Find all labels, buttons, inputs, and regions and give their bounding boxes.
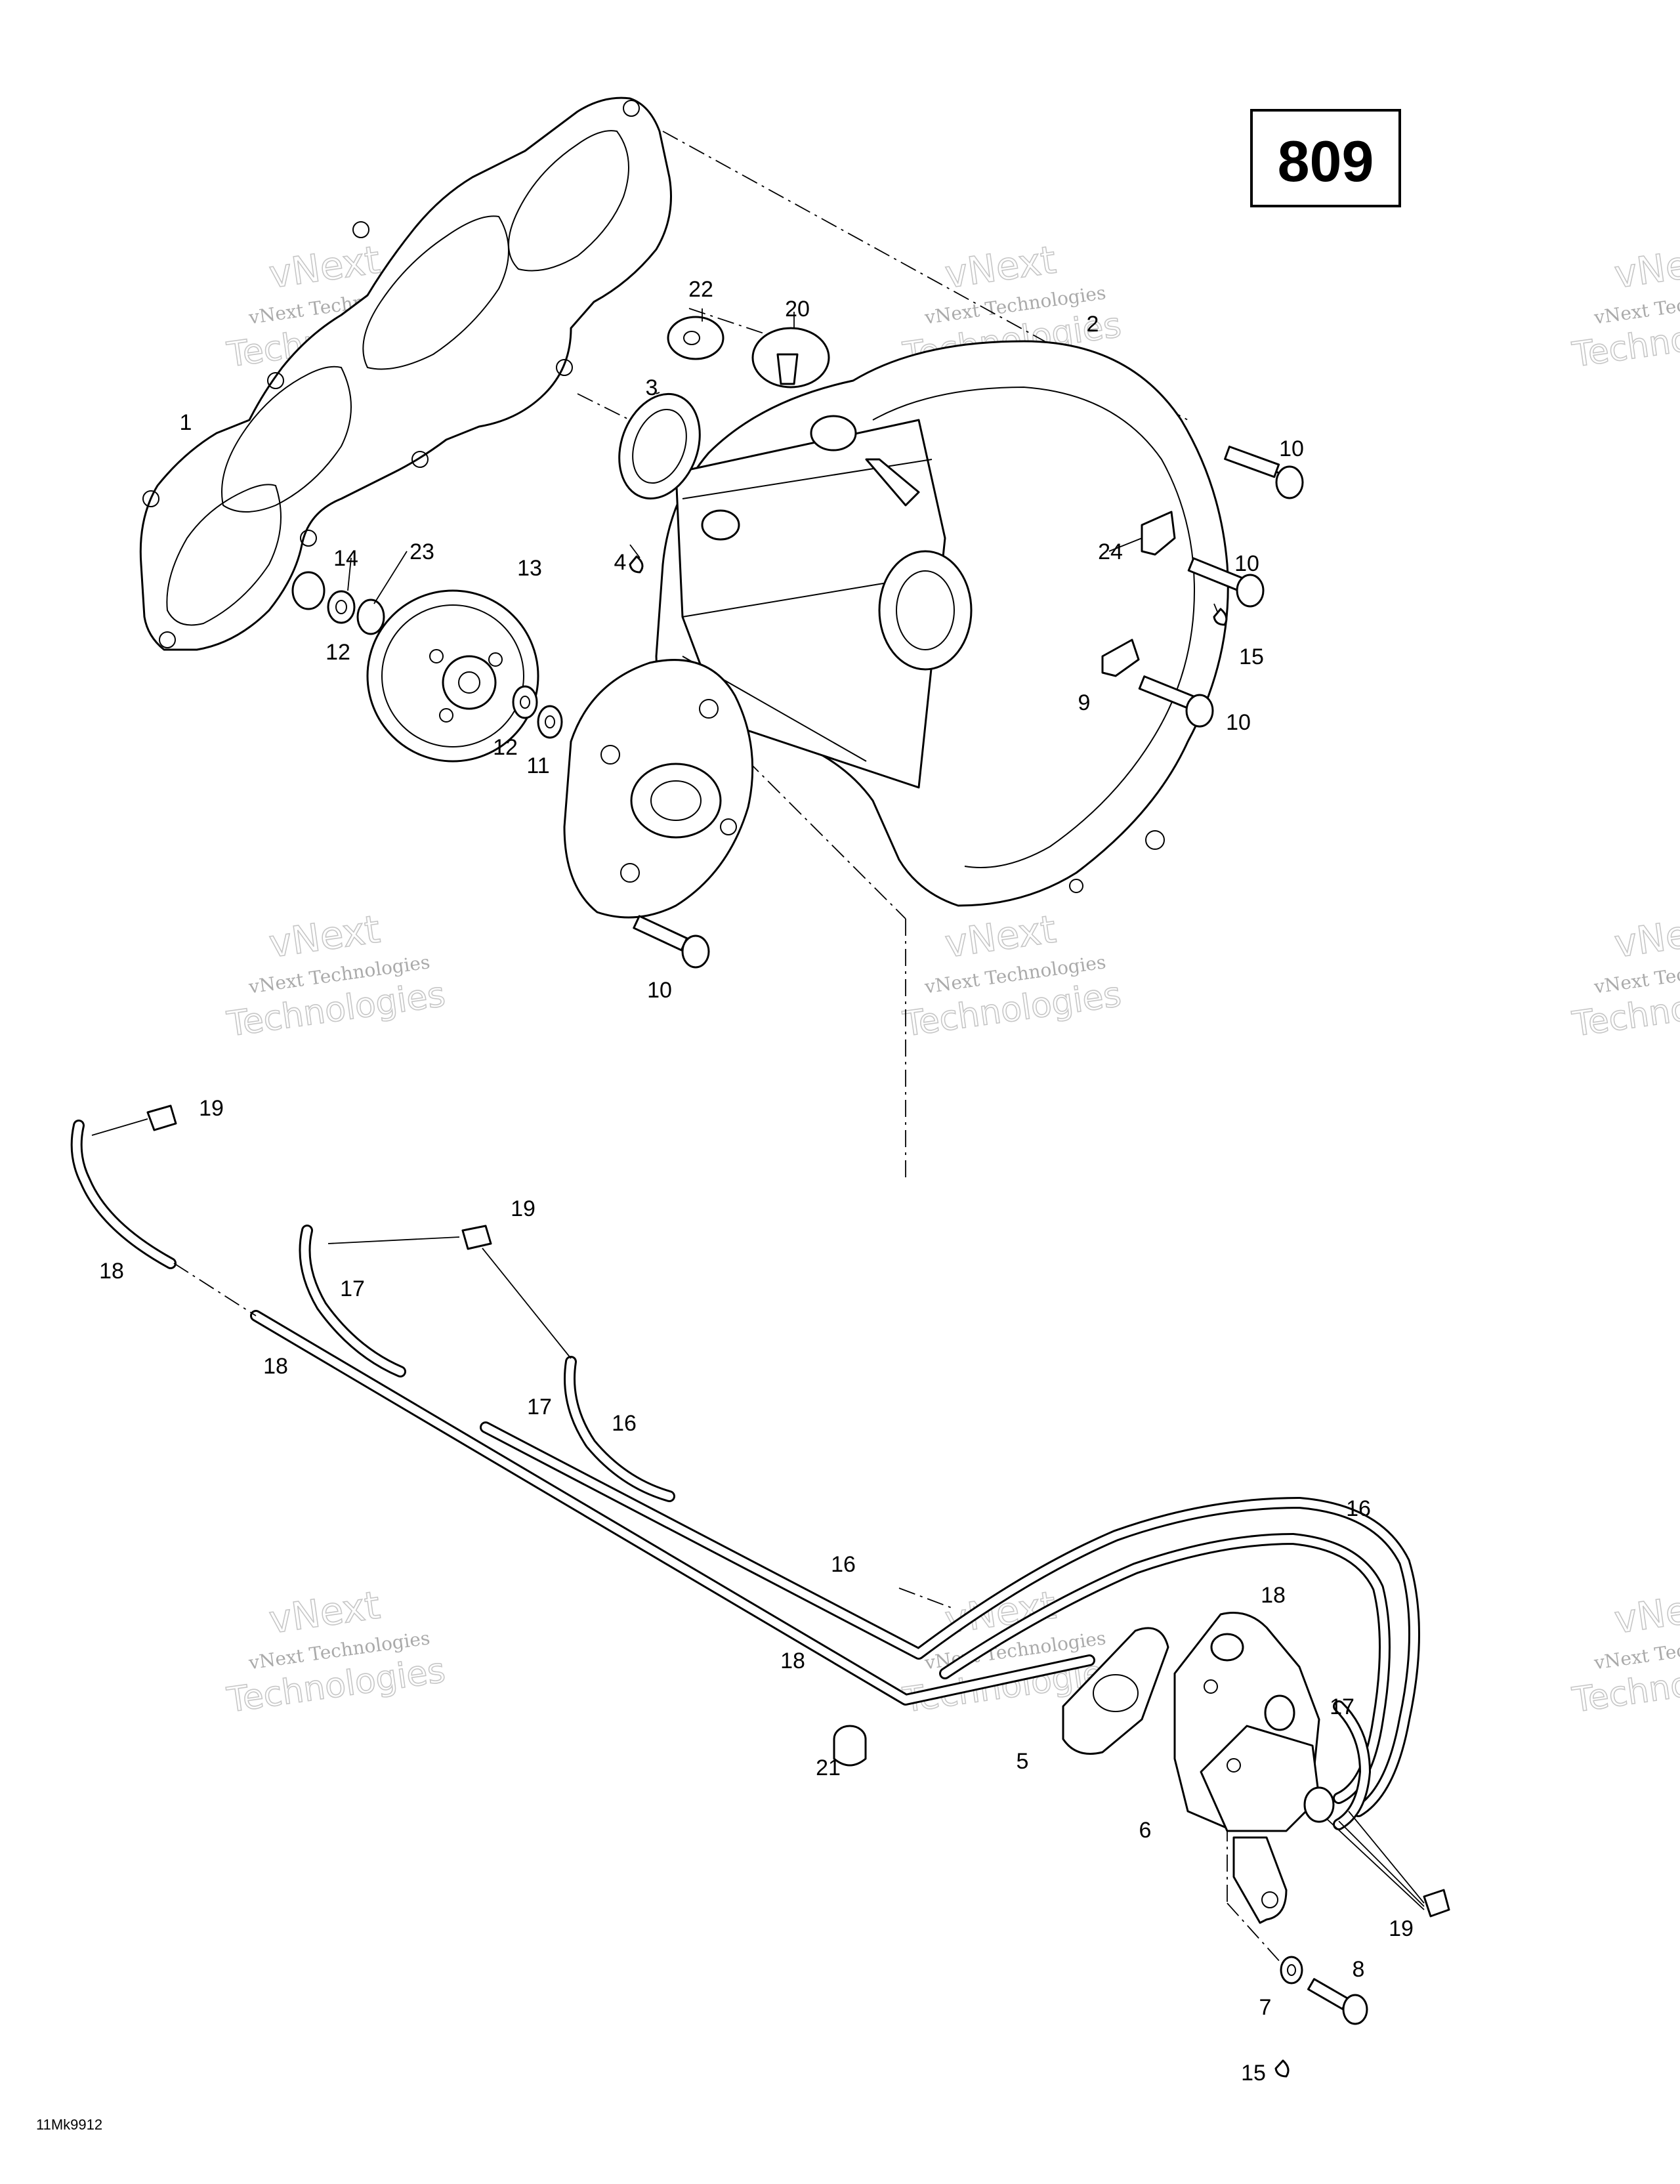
callout-24: 24 <box>1098 539 1123 564</box>
watermark: vNext vNext Technologies Technologies <box>1569 1582 1680 1721</box>
watermark-line2: vNext <box>266 238 383 297</box>
watermark: vNext vNext Technologies Technologies <box>224 906 448 1045</box>
callout-6: 6 <box>1139 1818 1152 1843</box>
screw-10-part <box>1138 675 1214 728</box>
callout-labels: 1 2 3 4 5 6 7 8 9 10 10 10 10 11 12 12 1… <box>99 277 1414 2086</box>
rotary-valve-housing-part <box>655 340 1229 907</box>
gasket-5-part <box>1062 1627 1169 1755</box>
washer-7-part <box>1280 1956 1303 1984</box>
callout-16c: 16 <box>1346 1496 1371 1521</box>
hose-16-long <box>480 1421 1420 1817</box>
plug-20-part <box>751 327 830 388</box>
reference-number-box: 809 <box>1250 109 1401 207</box>
screw-10-part <box>633 915 710 969</box>
svg-text:vNext: vNext <box>942 238 1059 297</box>
callout-17a: 17 <box>340 1276 365 1301</box>
cap-22-part <box>667 316 724 360</box>
callout-23: 23 <box>410 539 434 564</box>
hose-clip-19-part <box>1423 1889 1450 1918</box>
sealant-drop-15 <box>1213 608 1228 626</box>
hose-18-return <box>939 1533 1391 1804</box>
leader-lines-top <box>347 308 1218 612</box>
guide-line <box>577 393 631 421</box>
callout-19c: 19 <box>1389 1916 1414 1941</box>
screw-10-part <box>1224 446 1304 499</box>
callout-16a: 16 <box>612 1411 637 1436</box>
drawing-code: 11Mk9912 <box>36 2116 102 2133</box>
callout-9: 9 <box>1078 690 1091 715</box>
watermark: vNext vNext Technologies Technologies <box>1569 237 1680 376</box>
callout-2: 2 <box>1087 312 1099 337</box>
hose-17-lower <box>1333 1700 1371 1830</box>
callout-17c: 17 <box>1330 1694 1354 1719</box>
svg-text:vNext: vNext <box>1612 907 1680 967</box>
sealant-drop-15b <box>1274 2059 1290 2078</box>
svg-text:vNext: vNext <box>1612 238 1680 297</box>
rotary-valve-gear-part <box>366 589 539 763</box>
callout-20: 20 <box>785 297 810 322</box>
hose-18-long <box>250 1310 1095 1706</box>
callout-18b: 18 <box>263 1354 288 1379</box>
callout-21: 21 <box>816 1755 841 1780</box>
callout-17b: 17 <box>527 1395 552 1419</box>
hose-17-upper <box>299 1225 406 1377</box>
screw-10-part <box>1187 557 1265 608</box>
leader-lines-bottom <box>91 1118 1425 1969</box>
hose-clip-19-part <box>461 1225 492 1250</box>
callout-10c: 10 <box>1226 710 1251 735</box>
svg-text:vNext: vNext <box>266 907 383 967</box>
watermark: vNext vNext Technologies Technologies <box>900 906 1124 1045</box>
callout-18c: 18 <box>780 1648 805 1673</box>
svg-text:vNext: vNext <box>266 1583 383 1643</box>
spacer-21-part <box>833 1725 867 1767</box>
sealant-drop-4 <box>629 555 644 574</box>
callout-15a: 15 <box>1239 644 1264 669</box>
clip-24-part <box>1141 511 1176 556</box>
callout-10d: 10 <box>647 978 672 1003</box>
callout-12a: 12 <box>326 640 350 665</box>
callout-18a: 18 <box>99 1259 124 1284</box>
callout-10a: 10 <box>1279 436 1304 461</box>
svg-text:vNext: vNext <box>1612 1583 1680 1643</box>
callout-19b: 19 <box>511 1196 536 1221</box>
callout-7: 7 <box>1259 1995 1272 2020</box>
callout-16b: 16 <box>831 1552 856 1577</box>
watermark: vNext vNext Technologies Technologies <box>1569 906 1680 1045</box>
oil-seal-part <box>618 392 701 500</box>
lock-washer-12-part <box>356 598 385 635</box>
screw-8-part <box>1307 1978 1368 2025</box>
svg-text:vNext: vNext <box>942 907 1059 967</box>
callout-5: 5 <box>1017 1749 1029 1774</box>
callout-18d: 18 <box>1261 1583 1286 1608</box>
oil-pump-6-part <box>1173 1612 1335 1924</box>
nut-14-part <box>291 571 326 610</box>
callout-14: 14 <box>333 546 358 571</box>
callout-1: 1 <box>180 410 192 435</box>
callout-3: 3 <box>646 375 658 400</box>
callout-19a: 19 <box>199 1096 224 1121</box>
hose-18-short <box>70 1120 177 1269</box>
callout-8: 8 <box>1353 1957 1365 1982</box>
clip-9-part <box>1101 639 1140 677</box>
rotary-valve-cover-part <box>563 659 754 919</box>
hose-16-middle <box>564 1356 675 1502</box>
callout-12b: 12 <box>493 735 518 760</box>
callout-22: 22 <box>688 277 713 302</box>
watermark: vNext vNext Technologies Technologies <box>224 1582 448 1721</box>
washer-12-part <box>512 685 538 719</box>
washer-23-part <box>327 590 356 624</box>
washer-11-part <box>537 705 563 739</box>
callout-11: 11 <box>526 753 549 778</box>
reference-number: 809 <box>1278 129 1374 194</box>
callout-13: 13 <box>517 556 542 581</box>
callout-10b: 10 <box>1234 551 1259 576</box>
callout-4: 4 <box>614 550 627 575</box>
hose-clip-19-part <box>146 1104 177 1131</box>
callout-15b: 15 <box>1241 2061 1266 2086</box>
gasket-part <box>139 96 672 651</box>
